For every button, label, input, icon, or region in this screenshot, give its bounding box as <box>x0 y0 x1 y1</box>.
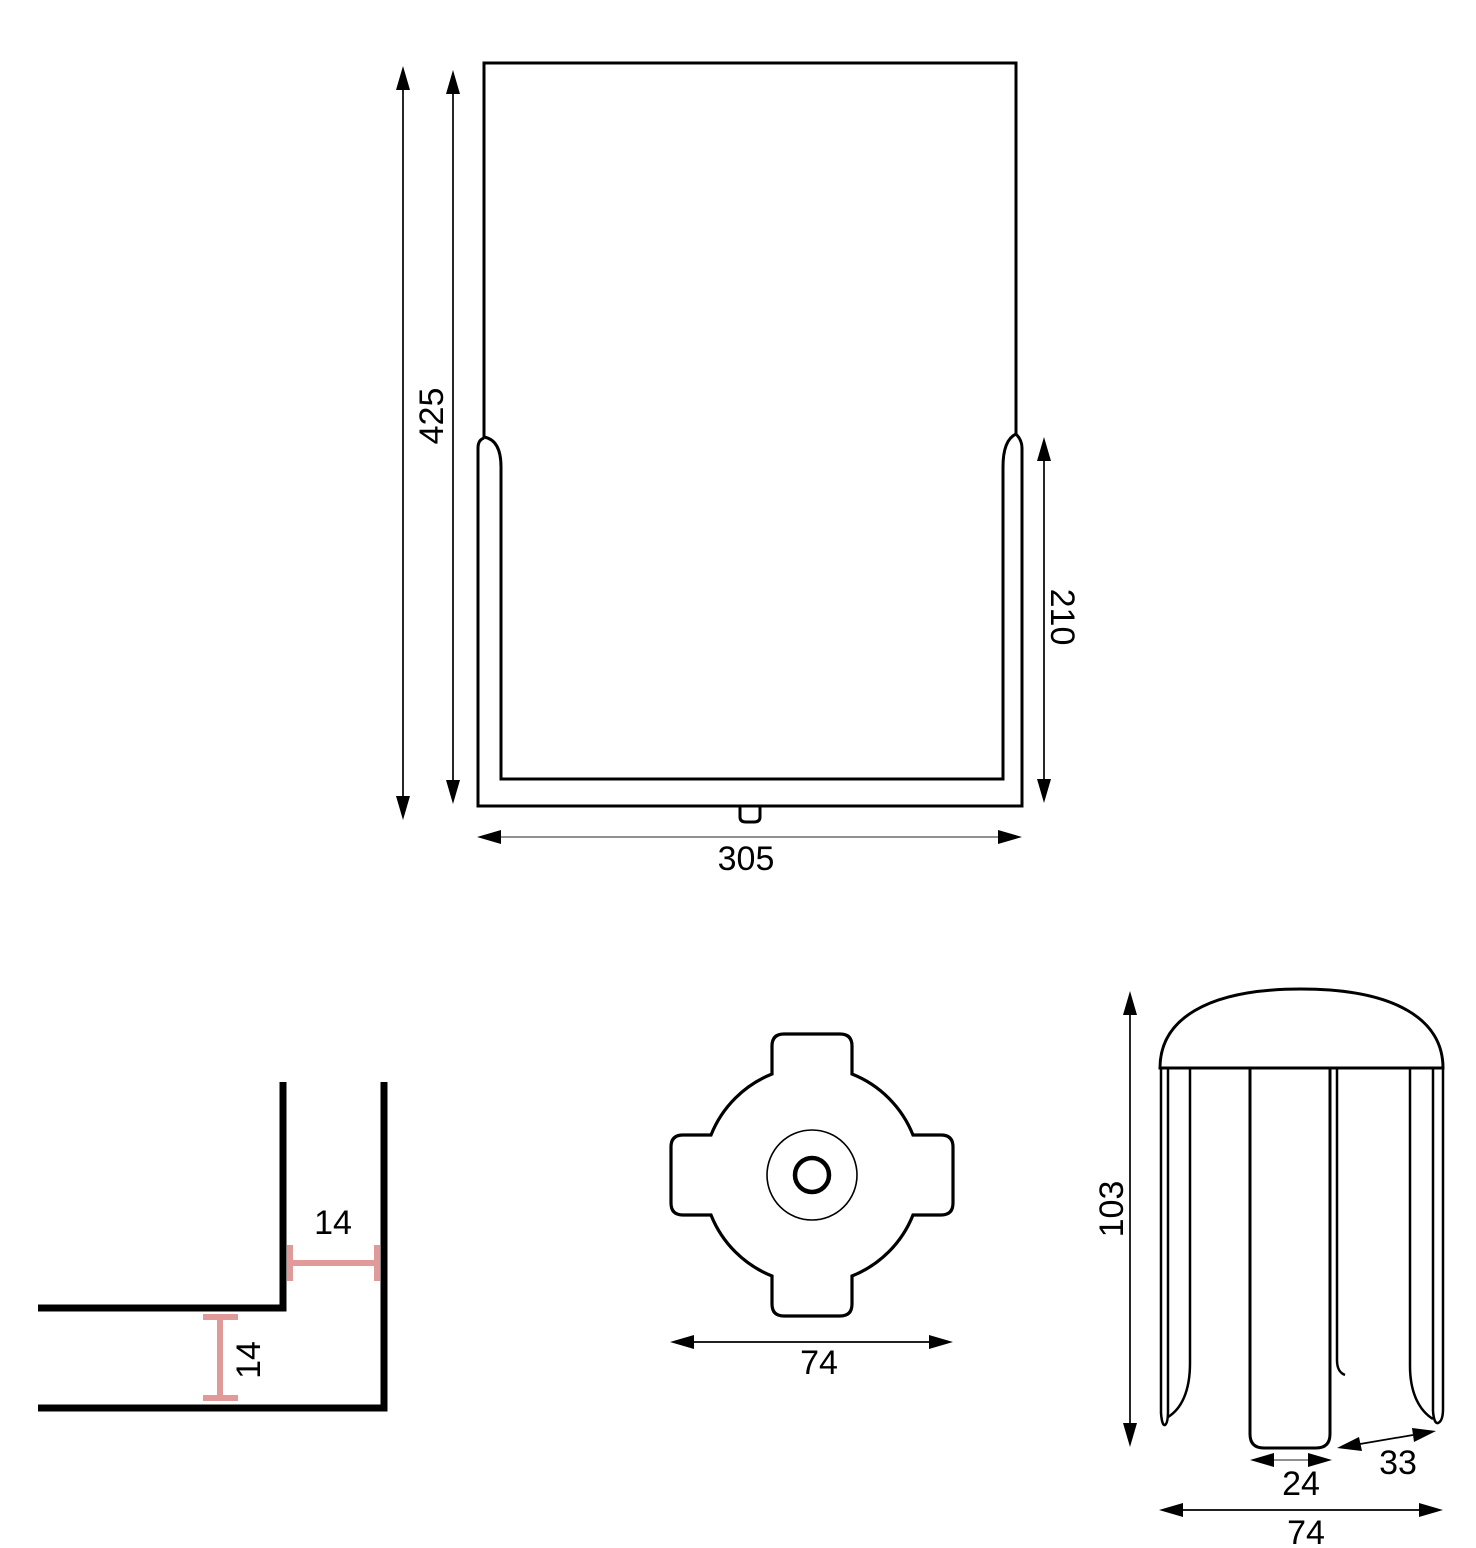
foot-leg-right <box>1431 1068 1445 1425</box>
arrowhead-up-icon <box>1037 437 1051 461</box>
arrowhead-up-icon <box>396 66 410 90</box>
foot-side-view: 103 24 33 74 <box>1093 987 1445 1548</box>
foot-top-arrowheads <box>670 1335 953 1349</box>
dim-label-thickness-bottom: 14 <box>230 1341 268 1379</box>
arrowhead-right-icon <box>929 1335 953 1349</box>
dim-label-foot-width: 74 <box>800 1344 838 1382</box>
foot-legs <box>1159 1068 1445 1427</box>
dim-label-height: 425 <box>413 388 451 445</box>
arrowhead-left-icon <box>1159 1503 1183 1517</box>
arrowhead-left-icon <box>1250 1453 1274 1467</box>
thickness-markers <box>203 1245 380 1401</box>
back-panel-outline <box>482 61 1018 438</box>
corner-outer-wall <box>38 1082 388 1412</box>
arrowhead-right-icon <box>998 830 1022 844</box>
front-view-arrowheads <box>396 66 1051 844</box>
dim-label-width: 305 <box>718 840 775 878</box>
dim-label-foot-height: 103 <box>1093 1181 1131 1238</box>
arrowhead-left-icon <box>670 1335 694 1349</box>
arrowhead-down-icon <box>1123 1423 1137 1447</box>
pocket-inner-outline <box>483 432 1017 781</box>
corner-inner-wall <box>38 1082 287 1312</box>
pocket-outer-outline <box>476 432 1024 808</box>
dim-label-thickness-top: 14 <box>314 1204 352 1242</box>
dim-label-pocket-height: 210 <box>1043 589 1081 646</box>
foot-leg-left <box>1159 1068 1170 1427</box>
dim-line-leg-depth <box>1359 1434 1414 1445</box>
arrowhead-up-icon <box>446 70 460 94</box>
arrowhead-down-icon <box>1037 779 1051 803</box>
arrowhead-down-icon <box>396 796 410 820</box>
foot-top-outline <box>669 1032 955 1318</box>
dim-label-stem-width: 24 <box>1282 1465 1320 1503</box>
foot-hub-circle <box>766 1129 858 1221</box>
front-view-dimensions: 425 210 305 <box>396 66 1081 878</box>
arrowhead-up-icon <box>1123 991 1137 1015</box>
foot-top-view: 74 <box>669 1032 955 1382</box>
foot-leg-arch-left <box>1167 1068 1192 1419</box>
arrowhead-down-icon <box>446 780 460 804</box>
foot-leg-arch-partial <box>1335 1068 1346 1377</box>
foot-leg-arch-right <box>1408 1068 1434 1421</box>
foot-center-hole <box>792 1155 832 1195</box>
front-view <box>476 61 1024 824</box>
foot-side-arrowheads <box>1123 991 1443 1517</box>
arrowhead-right-icon <box>1412 1428 1436 1442</box>
wall-mount-tab <box>738 806 762 824</box>
dim-label-side-width: 74 <box>1287 1514 1325 1548</box>
dim-label-leg-depth: 33 <box>1379 1444 1417 1482</box>
foot-dome-cap <box>1158 987 1445 1070</box>
arrowhead-left-icon <box>477 830 501 844</box>
arrowhead-right-icon <box>1308 1453 1332 1467</box>
foot-center-stem <box>1248 1066 1332 1450</box>
arrowhead-left-icon <box>1337 1437 1362 1451</box>
corner-detail: 14 14 <box>38 1082 388 1412</box>
arrowhead-right-icon <box>1419 1503 1443 1517</box>
